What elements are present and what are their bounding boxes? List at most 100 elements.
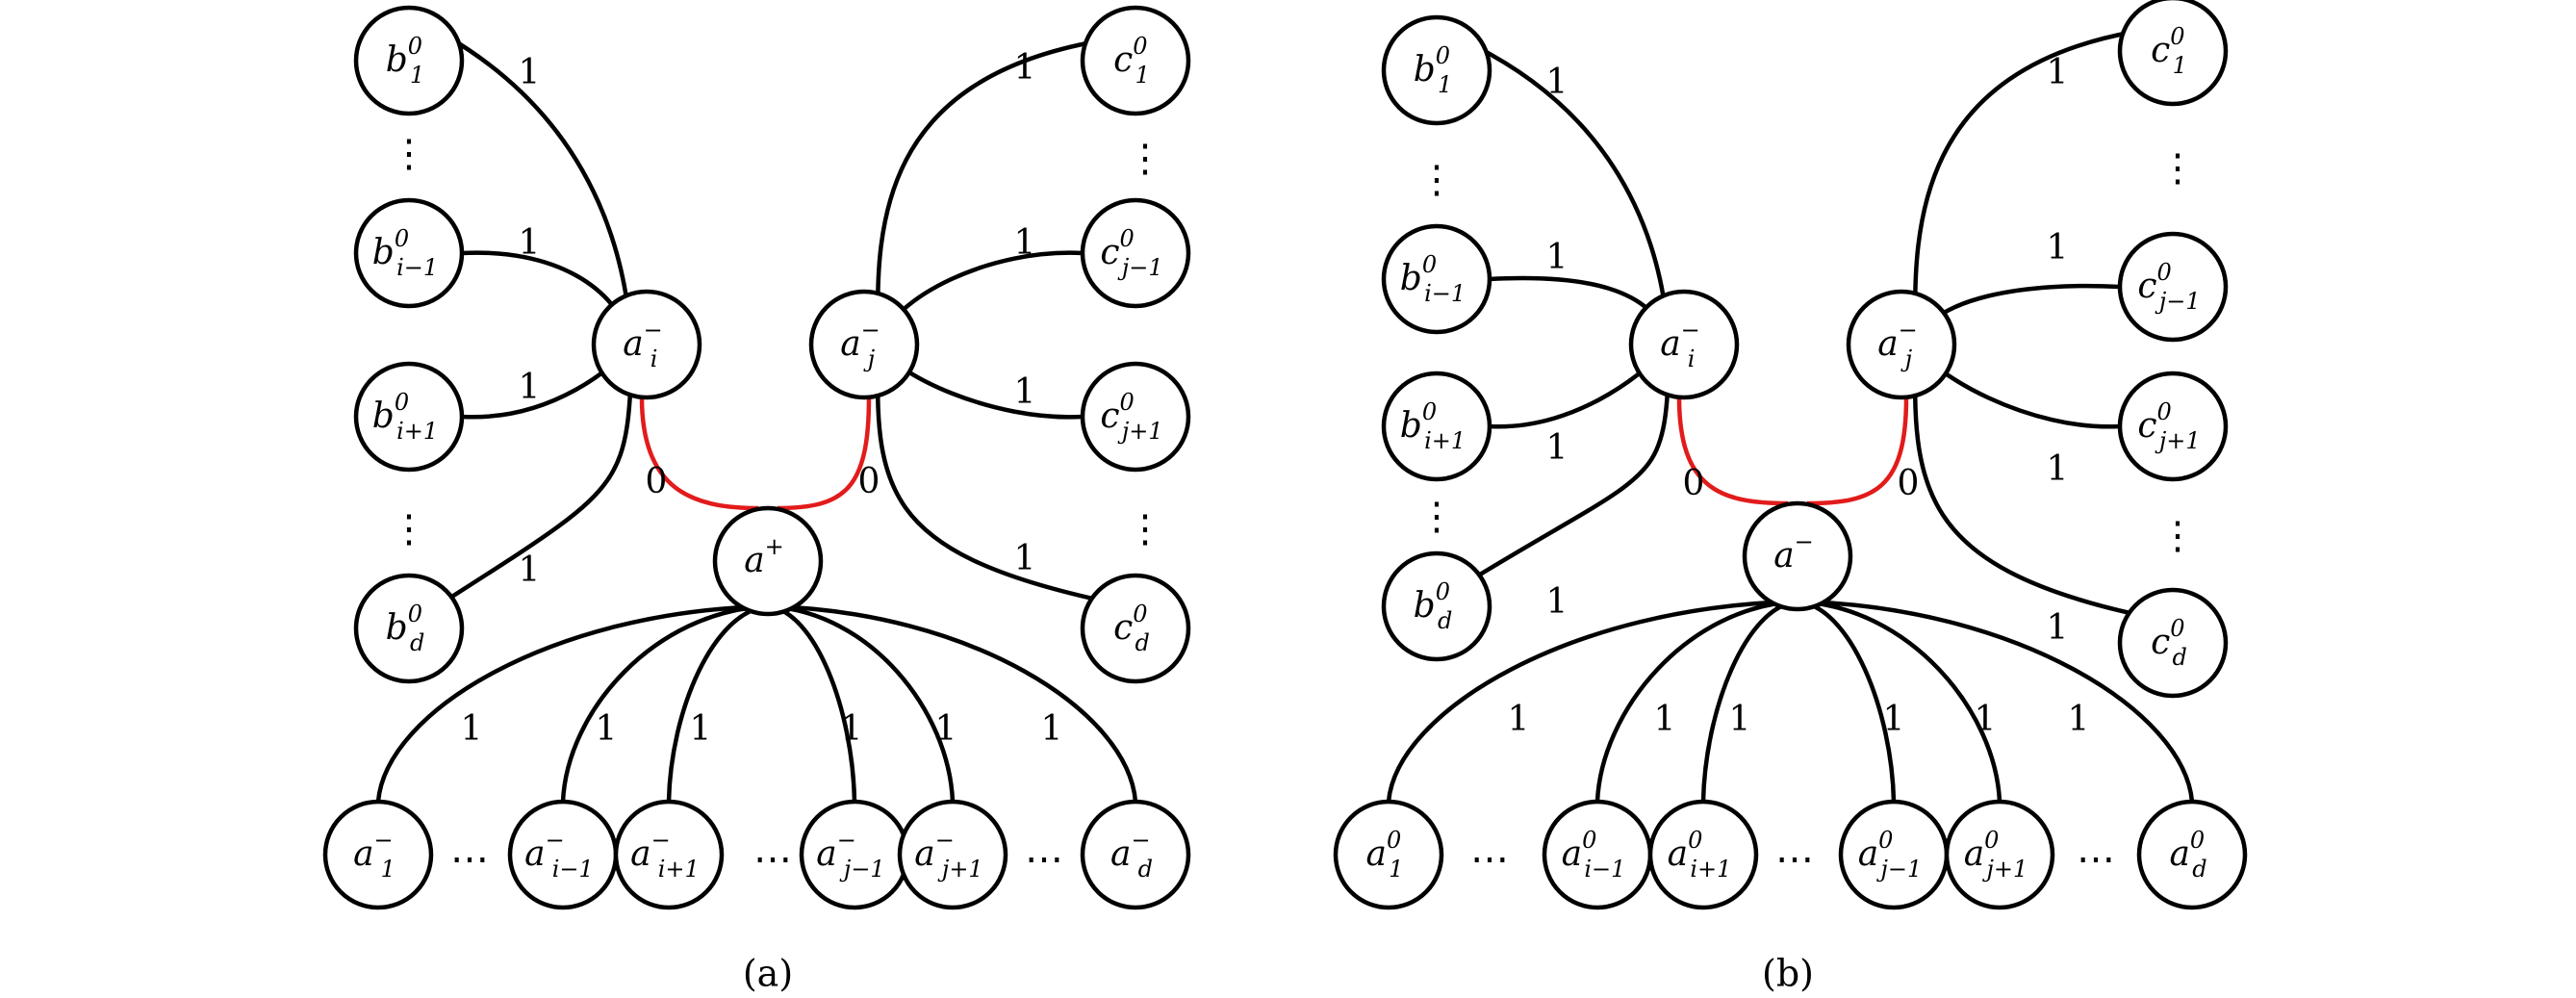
node-bi2-circle: [353, 361, 465, 473]
node-ad-label: a−d: [1110, 827, 1153, 883]
node-c1-circle: [2117, 0, 2229, 107]
node-aip-subscript: i+1: [658, 856, 700, 883]
node-aim-subscript: i−1: [552, 856, 594, 883]
node-cj2-subscript: j+1: [1117, 418, 1163, 445]
edge-hub-aim: [560, 603, 769, 803]
vertical-ellipsis: ⋮: [2158, 514, 2197, 558]
node-cj2-superscript: 0: [1120, 389, 1135, 416]
horizontal-ellipsis: ⋯: [1470, 837, 1509, 882]
weight-aim: 1: [1654, 700, 1676, 739]
node-ajp: a−j+1: [897, 799, 1008, 910]
node-bi2-superscript: 0: [395, 389, 409, 416]
node-bi2-base: b: [1400, 406, 1422, 446]
node-cj1-superscript: 0: [1120, 225, 1135, 252]
node-ai-superscript: −: [644, 317, 663, 344]
node-bi2-subscript: i+1: [1424, 427, 1466, 454]
node-cd-circle: [1080, 573, 1191, 684]
node-aj: a−j: [1846, 289, 1957, 400]
weight-b1: 1: [519, 53, 541, 92]
node-aip-subscript: i+1: [1690, 856, 1731, 883]
node-ajp-subscript: j+1: [937, 856, 983, 883]
node-ad-subscript: d: [1138, 856, 1153, 883]
node-bd-superscript: 0: [408, 601, 422, 627]
node-ajm-superscript: −: [837, 827, 856, 854]
panel-caption: (a): [743, 953, 793, 995]
weight-bi1: 1: [519, 223, 541, 263]
node-ajp-circle: [897, 799, 1008, 910]
node-bd-subscript: d: [410, 629, 424, 656]
node-ac-circle: [1742, 500, 1853, 612]
edge-aj-cd: [875, 344, 1098, 602]
horizontal-ellipsis: ⋯: [450, 837, 489, 882]
node-ad-superscript: 0: [2190, 827, 2205, 854]
node-a1-base: a: [353, 834, 373, 874]
node-cj1-superscript: 0: [2157, 259, 2172, 286]
weight-aim: 1: [596, 709, 618, 749]
edge-hub-ajm: [767, 603, 857, 803]
node-ac-label: a+: [744, 533, 784, 581]
node-bi1-superscript: 0: [1422, 251, 1437, 278]
node-cj1-subscript: j−1: [1117, 254, 1163, 281]
node-bd-circle: [1381, 550, 1492, 662]
node-b1-subscript: 1: [1438, 71, 1452, 98]
vertical-ellipsis: ⋮: [1417, 158, 1456, 202]
node-ai-base: a: [623, 324, 643, 364]
node-ai-base: a: [1660, 324, 1680, 364]
node-ad-subscript: d: [2192, 856, 2206, 883]
weight-red_right: 0: [858, 462, 880, 501]
edge-aj-c1: [875, 38, 1098, 345]
node-cj1-circle: [2117, 231, 2229, 343]
node-ajp-circle: [1944, 799, 2055, 910]
weight-ad: 1: [2068, 700, 2090, 739]
weight-ajm: 1: [1883, 700, 1905, 739]
edge-red-right: [777, 397, 872, 511]
node-ai-circle: [1628, 289, 1740, 400]
node-aip-circle: [613, 799, 725, 910]
node-ajp-base: a: [914, 834, 934, 874]
node-bd-subscript: d: [1438, 607, 1452, 634]
node-aim-base: a: [524, 834, 545, 874]
node-bi1-circle: [1381, 223, 1492, 335]
weight-cj2: 1: [1014, 372, 1036, 412]
node-ajm: a−j−1: [799, 799, 910, 910]
node-bd-superscript: 0: [1436, 578, 1450, 605]
node-ad-base: a: [1110, 834, 1131, 874]
node-a1-circle: [322, 799, 434, 910]
weight-ajp: 1: [1975, 700, 1997, 739]
node-c1-base: c: [2151, 31, 2170, 70]
node-b1-subscript: 1: [410, 62, 424, 89]
node-a1-superscript: −: [374, 827, 394, 854]
node-cj1-base: c: [1100, 233, 1119, 272]
node-aj-base: a: [1877, 324, 1898, 364]
node-ad-superscript: −: [1131, 827, 1150, 854]
node-cd-subscript: d: [1135, 629, 1150, 656]
node-cj2-base: c: [2137, 406, 2156, 446]
node-ajm-subscript: j−1: [1875, 856, 1922, 883]
weight-ad: 1: [1041, 709, 1063, 749]
edge-ai-b1: [1473, 43, 1672, 345]
node-ai-superscript: −: [1681, 317, 1700, 344]
node-ajm-label: a−j−1: [816, 827, 884, 883]
node-aip: a−i+1: [613, 799, 725, 910]
node-a1-subscript: 1: [381, 856, 395, 883]
